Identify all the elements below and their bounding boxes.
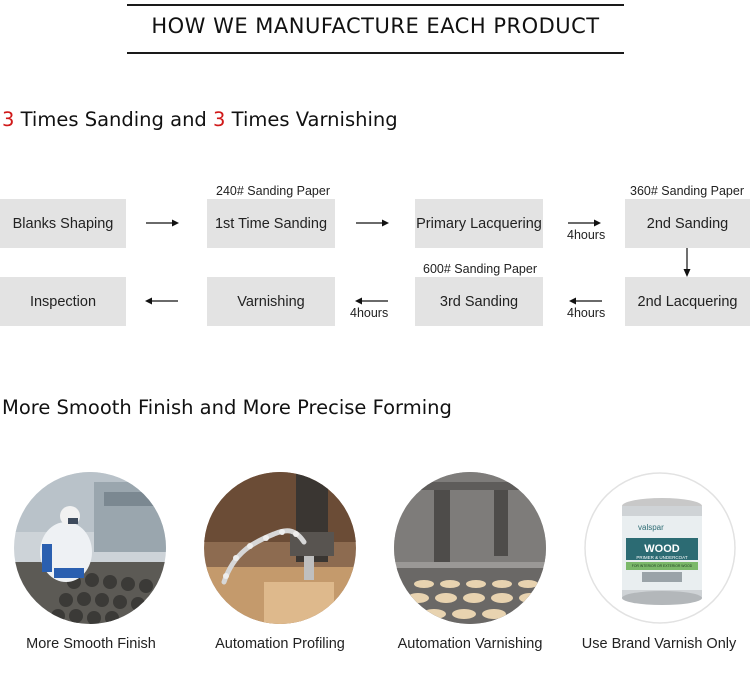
arrow-right-icon <box>356 219 389 227</box>
process-heading: 3 Times Sanding and 3 Times Varnishing <box>2 108 398 131</box>
step-2nd-sanding: 2nd Sanding <box>625 199 750 248</box>
arrow-down-icon <box>683 248 691 277</box>
can-product-label: WOOD <box>644 543 679 555</box>
photo-automation-profiling <box>204 472 356 624</box>
caption-automation-profiling: Automation Profiling <box>215 636 345 652</box>
note-wait-2: 4hours <box>567 306 606 320</box>
note-sanding-600: 600# Sanding Paper <box>423 262 537 276</box>
caption-automation-varnishing: Automation Varnishing <box>397 636 543 652</box>
step-blanks-shaping: Blanks Shaping <box>0 199 126 248</box>
photo-smooth-finish <box>14 472 166 624</box>
step-3rd-sanding: 3rd Sanding <box>415 277 543 326</box>
features-heading: More Smooth Finish and More Precise Form… <box>2 396 452 419</box>
photo-brand-varnish: valspar WOOD PRIMER & UNDERCOAT FOR INTE… <box>584 472 736 624</box>
arrow-right-icon <box>146 219 179 227</box>
step-varnishing: Varnishing <box>207 277 335 326</box>
arrow-left-icon <box>569 297 602 305</box>
heading-text-varnishing: Times Varnishing <box>225 108 398 131</box>
arrow-right-icon <box>568 219 601 227</box>
step-primary-lacquering: Primary Lacquering <box>415 199 543 248</box>
step-inspection: Inspection <box>0 277 126 326</box>
photo-automation-varnishing <box>394 472 546 624</box>
can-brand-label: valspar <box>638 523 664 532</box>
heading-count-sanding: 3 <box>2 108 15 131</box>
step-2nd-lacquering: 2nd Lacquering <box>625 277 750 326</box>
caption-smooth-finish: More Smooth Finish <box>26 636 156 652</box>
title-rule-bottom <box>127 52 624 54</box>
heading-count-varnishing: 3 <box>213 108 226 131</box>
page-title: HOW WE MANUFACTURE EACH PRODUCT <box>151 14 600 38</box>
note-sanding-360: 360# Sanding Paper <box>630 184 744 198</box>
can-tagline-label: FOR INTERIOR OR EXTERIOR WOOD <box>632 564 693 568</box>
title-rule-top <box>127 4 624 6</box>
note-wait-3: 4hours <box>350 306 389 320</box>
can-sub-label: PRIMER & UNDERCOAT <box>636 555 687 560</box>
arrow-left-icon <box>145 297 178 305</box>
note-wait-1: 4hours <box>567 228 606 242</box>
caption-brand-varnish: Use Brand Varnish Only <box>581 636 737 652</box>
step-1st-sanding: 1st Time Sanding <box>207 199 335 248</box>
note-sanding-240: 240# Sanding Paper <box>216 184 330 198</box>
arrow-left-icon <box>355 297 388 305</box>
heading-text-sanding: Times Sanding and <box>14 108 214 131</box>
